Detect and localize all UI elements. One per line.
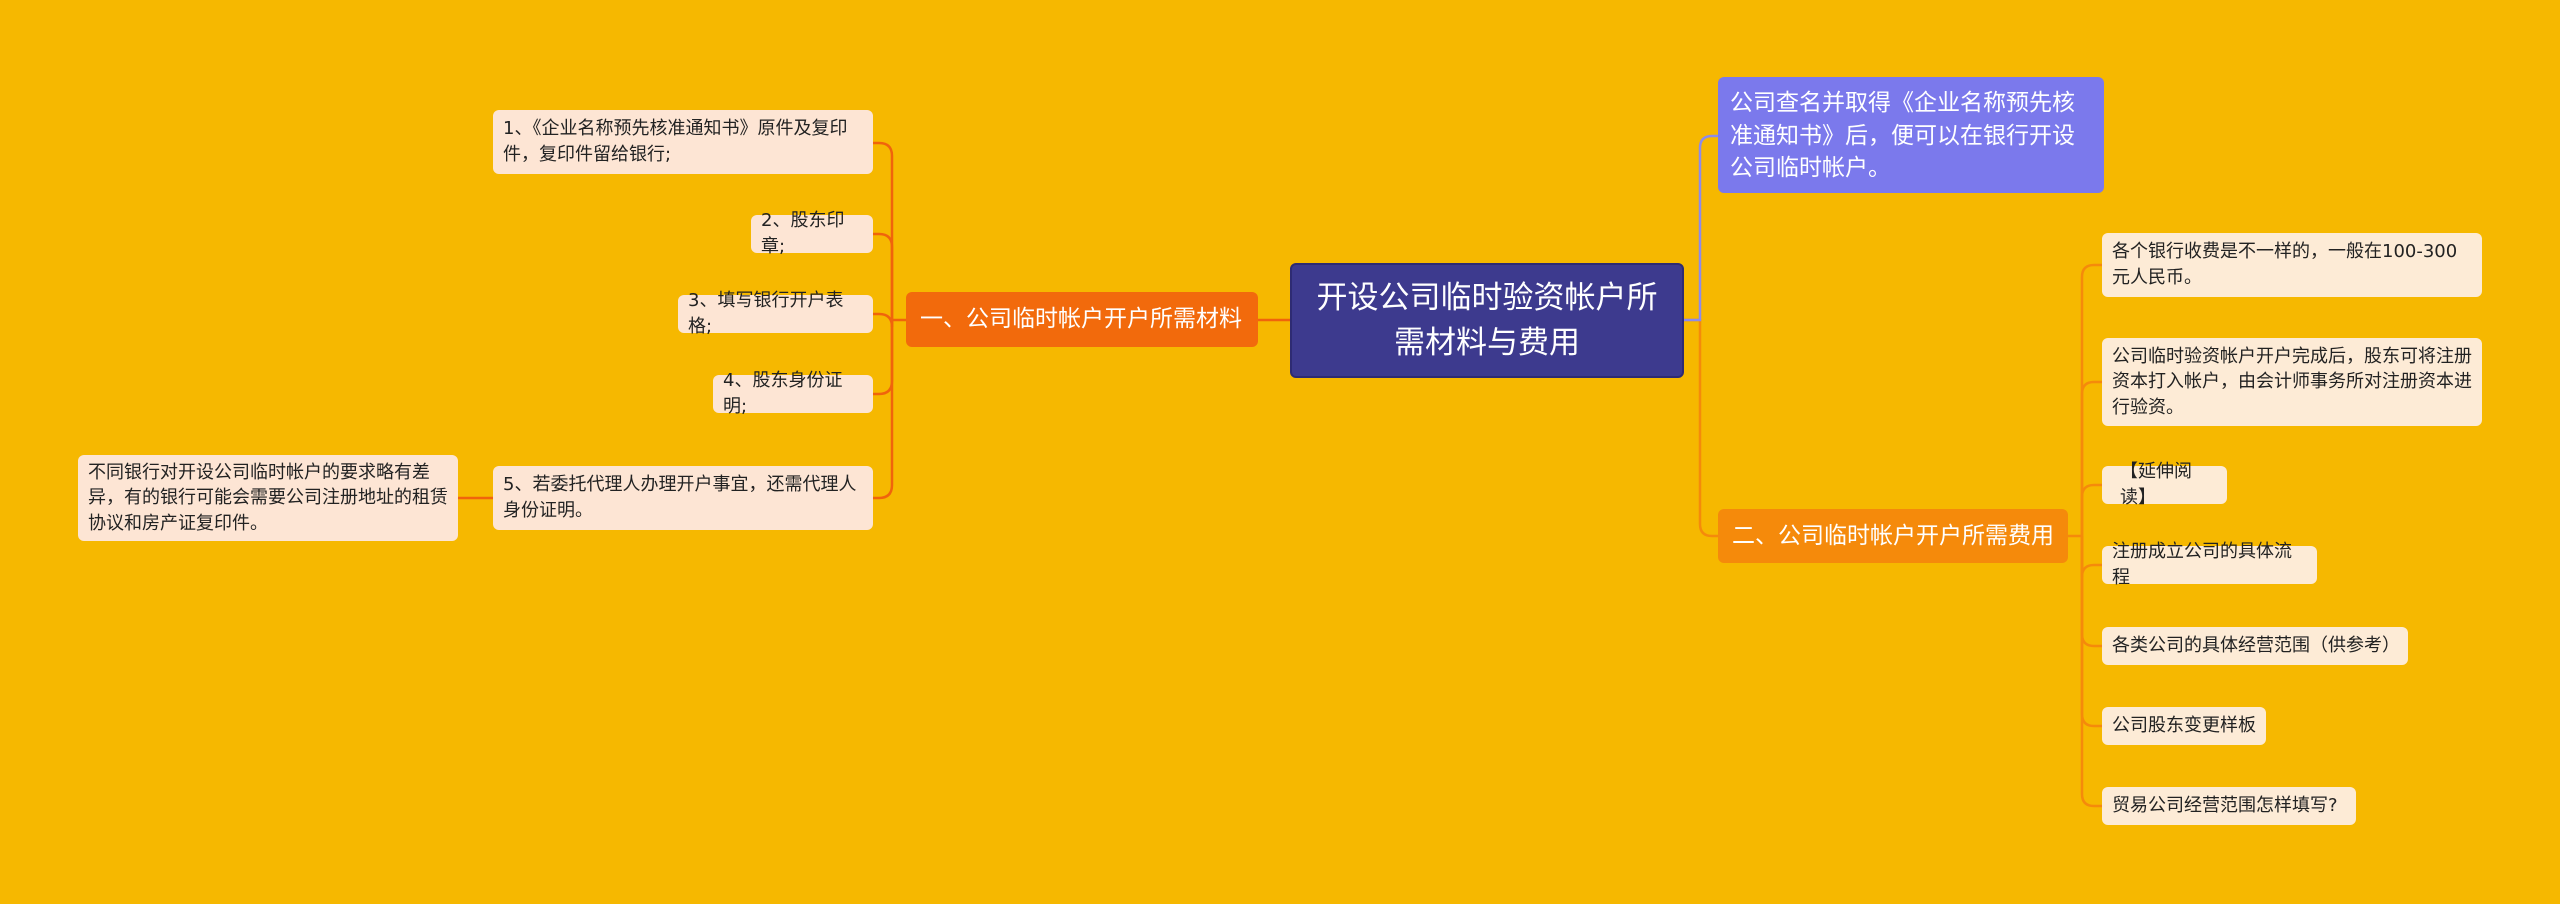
link-trading-company-scope[interactable]: 贸易公司经营范围怎样填写? (2102, 787, 2356, 825)
link-shareholder-change-sample-text: 公司股东变更样板 (2112, 715, 2256, 737)
materials-item-4[interactable]: 4、股东身份证明; (713, 370, 873, 417)
link-trading-company-scope-text: 贸易公司经营范围怎样填写? (2112, 795, 2338, 817)
materials-item-2[interactable]: 2、股东印章; (751, 210, 873, 257)
fees-item-capital-verification-text: 公司临时验资帐户开户完成后，股东可将注册资本打入帐户，由会计师事务所对注册资本进… (2112, 345, 2472, 418)
link-business-scope-text: 各类公司的具体经营范围（供参考） (2112, 635, 2400, 657)
branch-fees-label: 二、公司临时帐户开户所需费用 (1732, 522, 2054, 549)
link-shareholder-change-sample[interactable]: 公司股东变更样板 (2102, 707, 2266, 745)
materials-item-1[interactable]: 1、《企业名称预先核准通知书》原件及复印件，复印件留给银行; (493, 110, 873, 174)
root-topic[interactable]: 开设公司临时验资帐户所需材料与费用 (1290, 263, 1684, 378)
fees-item-bank-charges[interactable]: 各个银行收费是不一样的，一般在100-300元人民币。 (2102, 233, 2482, 297)
branch-fees[interactable]: 二、公司临时帐户开户所需费用 (1718, 509, 2068, 563)
account-opening-note-text: 公司查名并取得《企业名称预先核准通知书》后，便可以在银行开设公司临时帐户。 (1730, 90, 2075, 182)
materials-item-5[interactable]: 5、若委托代理人办理开户事宜，还需代理人身份证明。 (493, 466, 873, 530)
link-company-registration-process-text: 注册成立公司的具体流程 (2112, 541, 2292, 588)
materials-item-5-text: 5、若委托代理人办理开户事宜，还需代理人身份证明。 (503, 474, 857, 521)
materials-bank-note-text: 不同银行对开设公司临时帐户的要求略有差异，有的银行可能会需要公司注册地址的租赁协… (88, 461, 448, 534)
root-label: 开设公司临时验资帐户所需材料与费用 (1316, 280, 1658, 361)
materials-item-3-text: 3、填写银行开户表格; (688, 290, 844, 337)
materials-item-2-text: 2、股东印章; (761, 210, 845, 257)
fees-item-bank-charges-text: 各个银行收费是不一样的，一般在100-300元人民币。 (2112, 241, 2458, 288)
materials-bank-note[interactable]: 不同银行对开设公司临时帐户的要求略有差异，有的银行可能会需要公司注册地址的租赁协… (78, 455, 458, 541)
link-business-scope[interactable]: 各类公司的具体经营范围（供参考） (2102, 627, 2408, 665)
fees-item-capital-verification[interactable]: 公司临时验资帐户开户完成后，股东可将注册资本打入帐户，由会计师事务所对注册资本进… (2102, 338, 2482, 426)
materials-item-4-text: 4、股东身份证明; (723, 370, 843, 417)
branch-materials[interactable]: 一、公司临时帐户开户所需材料 (906, 292, 1258, 347)
further-reading-label: 【延伸阅读】 (2102, 461, 2227, 508)
further-reading-text: 【延伸阅读】 (2120, 461, 2192, 508)
link-company-registration-process[interactable]: 注册成立公司的具体流程 (2102, 541, 2317, 588)
materials-item-3[interactable]: 3、填写银行开户表格; (678, 290, 873, 337)
account-opening-note[interactable]: 公司查名并取得《企业名称预先核准通知书》后，便可以在银行开设公司临时帐户。 (1718, 77, 2104, 193)
branch-materials-label: 一、公司临时帐户开户所需材料 (920, 306, 1242, 333)
materials-item-1-text: 1、《企业名称预先核准通知书》原件及复印件，复印件留给银行; (503, 118, 848, 165)
